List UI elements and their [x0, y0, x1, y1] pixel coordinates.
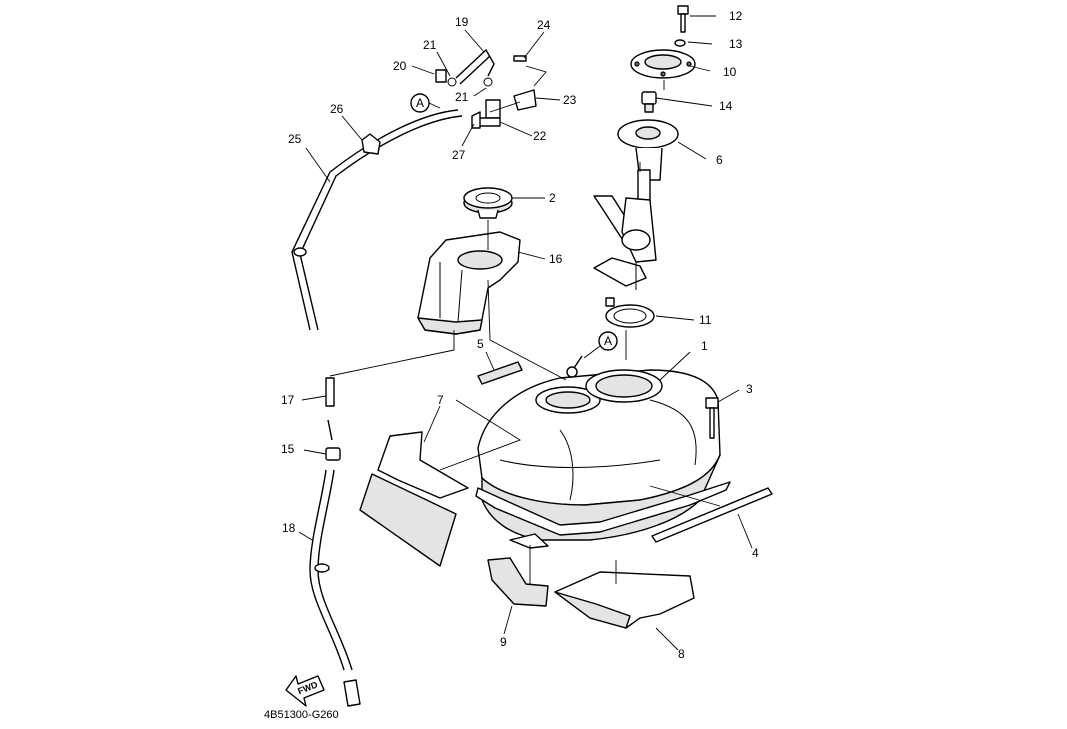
connector-14	[641, 91, 657, 113]
callout-23: 23	[563, 93, 577, 107]
filler-cover	[417, 231, 521, 335]
callout-21: 21	[423, 38, 437, 52]
callout-13: 13	[729, 37, 743, 51]
callout-11: 11	[699, 313, 712, 327]
callout-1: 1	[701, 339, 708, 353]
screw-24	[513, 55, 527, 62]
callout-16: 16	[549, 252, 563, 266]
callout-25: 25	[288, 132, 302, 146]
callout-22: 22	[533, 129, 547, 143]
callout-8: 8	[678, 647, 685, 661]
callout-17: 17	[281, 393, 295, 407]
callout-26: 26	[330, 102, 344, 116]
washer-13	[674, 39, 686, 47]
callout-18: 18	[282, 521, 296, 535]
callout-15: 15	[281, 442, 295, 456]
callout-6: 6	[716, 153, 723, 167]
callout-14: 14	[719, 99, 733, 113]
reference-circle-icon: A	[583, 331, 618, 359]
fuel-pump	[593, 119, 679, 290]
clamp-26	[361, 133, 381, 155]
callout-21: 21	[455, 90, 469, 104]
callout-9: 9	[500, 635, 507, 649]
callout-12: 12	[729, 9, 743, 23]
callout-7: 7	[437, 393, 444, 407]
reference-label: A	[416, 96, 424, 110]
clamp-23	[513, 89, 537, 111]
gasket-11	[605, 297, 655, 328]
bolt-12	[677, 5, 689, 33]
damper-4	[651, 487, 773, 543]
callout-2: 2	[549, 191, 556, 205]
clip-21b	[483, 77, 493, 87]
fuel-tank	[475, 355, 731, 549]
callout-4: 4	[752, 546, 759, 560]
fuel-cap	[463, 187, 513, 219]
plate-7	[359, 431, 469, 567]
callout-27: 27	[452, 148, 466, 162]
diagram-code: 4B51300-G260	[264, 709, 339, 721]
damper-9	[487, 557, 549, 607]
callout-numbers: 1 2 3 4 5 6 7 8 9 10 11 12 13 14 15 16 1…	[281, 9, 759, 661]
reference-label: A	[604, 334, 612, 348]
assembly-lines	[329, 65, 721, 584]
hose-18	[309, 469, 361, 707]
damper-5	[477, 361, 523, 385]
callout-24: 24	[537, 18, 551, 32]
damper-20	[435, 69, 447, 83]
callout-19: 19	[455, 15, 469, 29]
damper-15	[325, 447, 341, 461]
clip-21a	[447, 77, 457, 87]
fwd-arrow-icon: FWD	[285, 675, 325, 707]
reference-circle-icon: A	[410, 93, 441, 113]
hose-25	[291, 109, 463, 331]
callout-5: 5	[477, 337, 484, 351]
pump-plate	[630, 49, 696, 79]
damper-8	[554, 571, 695, 629]
joint-17	[325, 377, 335, 441]
callout-10: 10	[723, 65, 737, 79]
bolt-3	[705, 397, 719, 439]
callout-3: 3	[746, 382, 753, 396]
callout-20: 20	[393, 59, 407, 73]
callout-leaders	[298, 15, 753, 651]
hose-19	[455, 48, 495, 85]
